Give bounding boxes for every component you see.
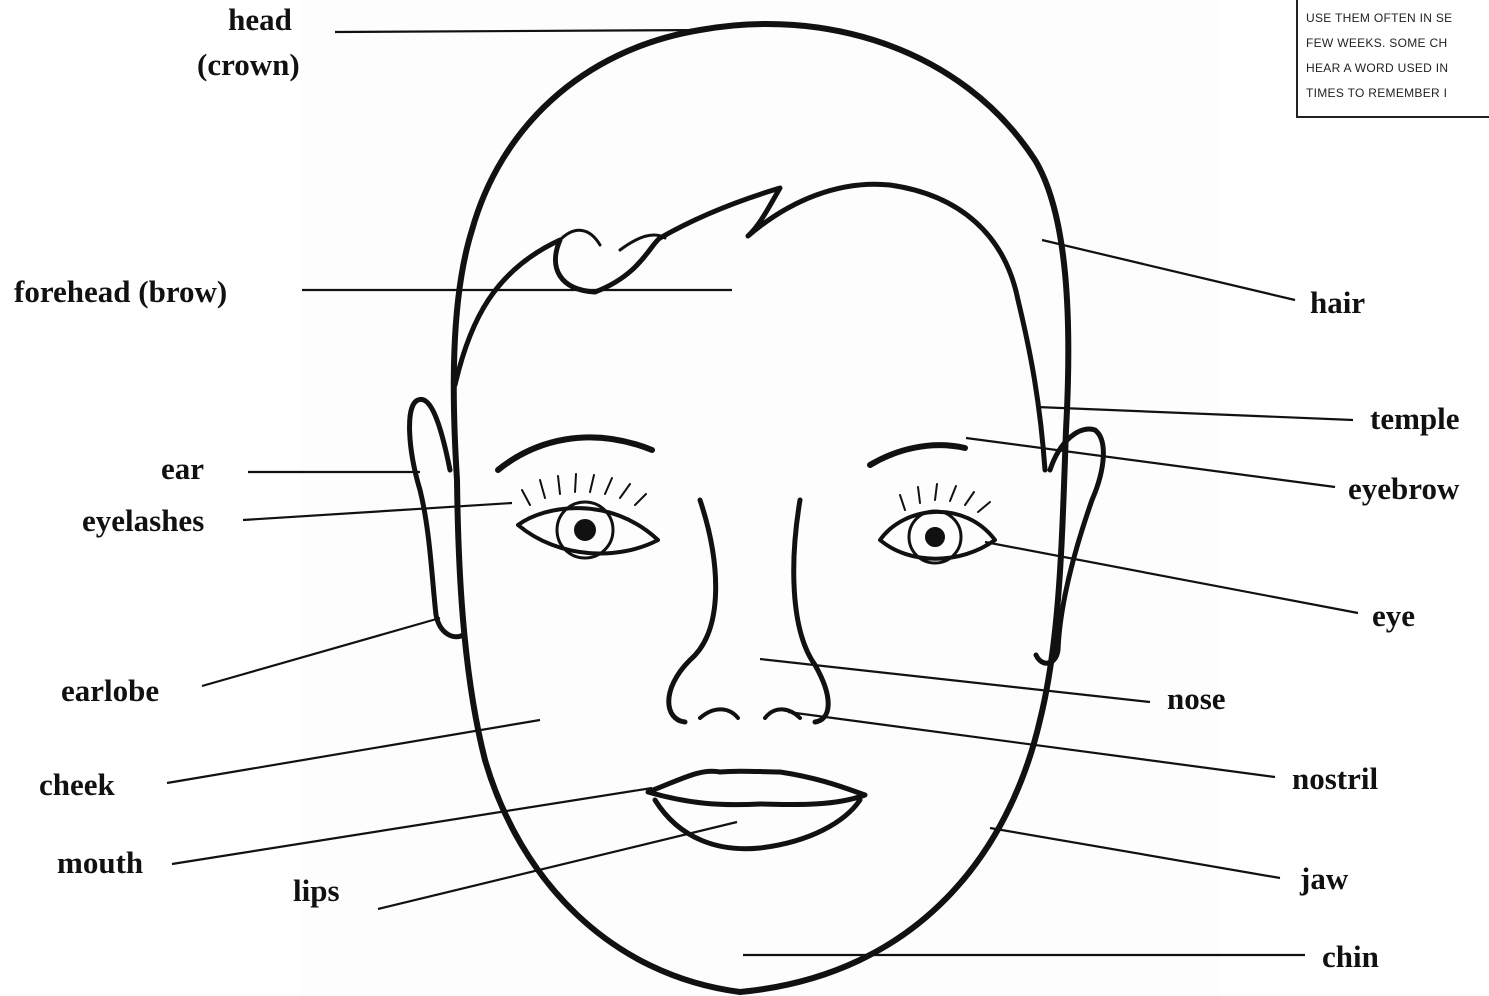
leader-eyelashes [243,503,512,520]
leader-eyebrow [966,438,1335,487]
label-hair: hair [1310,286,1365,320]
label-eye: eye [1372,599,1415,633]
left-eyelashes [522,474,646,505]
hairline [455,184,1045,470]
leader-nose [760,659,1150,702]
nose-left [669,500,716,722]
note-line-4: TIMES TO REMEMBER I [1306,86,1447,100]
leader-jaw [990,828,1280,878]
label-cheek: cheek [39,768,115,802]
label-eyelashes: eyelashes [82,504,204,538]
leader-head [335,30,710,32]
label-temple: temple [1370,402,1460,436]
nose-right [794,500,828,722]
label-mouth: mouth [57,846,143,880]
lower-lip [655,800,860,849]
right-eyelashes [900,484,990,512]
leader-earlobe [202,618,440,686]
label-forehead: forehead (brow) [14,275,227,309]
label-nostril: nostril [1292,762,1378,796]
left-nostril [700,709,738,718]
left-pupil [575,520,595,540]
leader-hair [1042,240,1295,300]
label-jaw: jaw [1300,862,1348,896]
label-crown: (crown) [197,48,300,82]
leader-temple [1037,407,1353,420]
label-head: head [214,3,306,37]
note-line-1: USE THEM OFTEN IN SE [1306,11,1452,25]
note-line-3: HEAR A WORD USED IN [1306,61,1448,75]
label-chin: chin [1322,940,1379,974]
upper-lip [648,771,865,805]
right-eyebrow [870,445,965,465]
note-box: USE THEM OFTEN IN SE FEW WEEKS. SOME CH … [1296,0,1489,118]
leader-mouth [172,788,652,864]
note-line-2: FEW WEEKS. SOME CH [1306,36,1447,50]
leader-nostril [788,712,1275,777]
leader-eye [985,542,1358,613]
right-pupil [926,528,944,546]
label-eyebrow: eyebrow [1348,472,1459,506]
label-nose: nose [1167,682,1226,716]
label-lips: lips [293,874,340,908]
label-earlobe: earlobe [61,674,159,708]
label-head-text: head [228,2,292,37]
left-eyebrow [498,437,652,470]
label-ear: ear [161,452,204,486]
